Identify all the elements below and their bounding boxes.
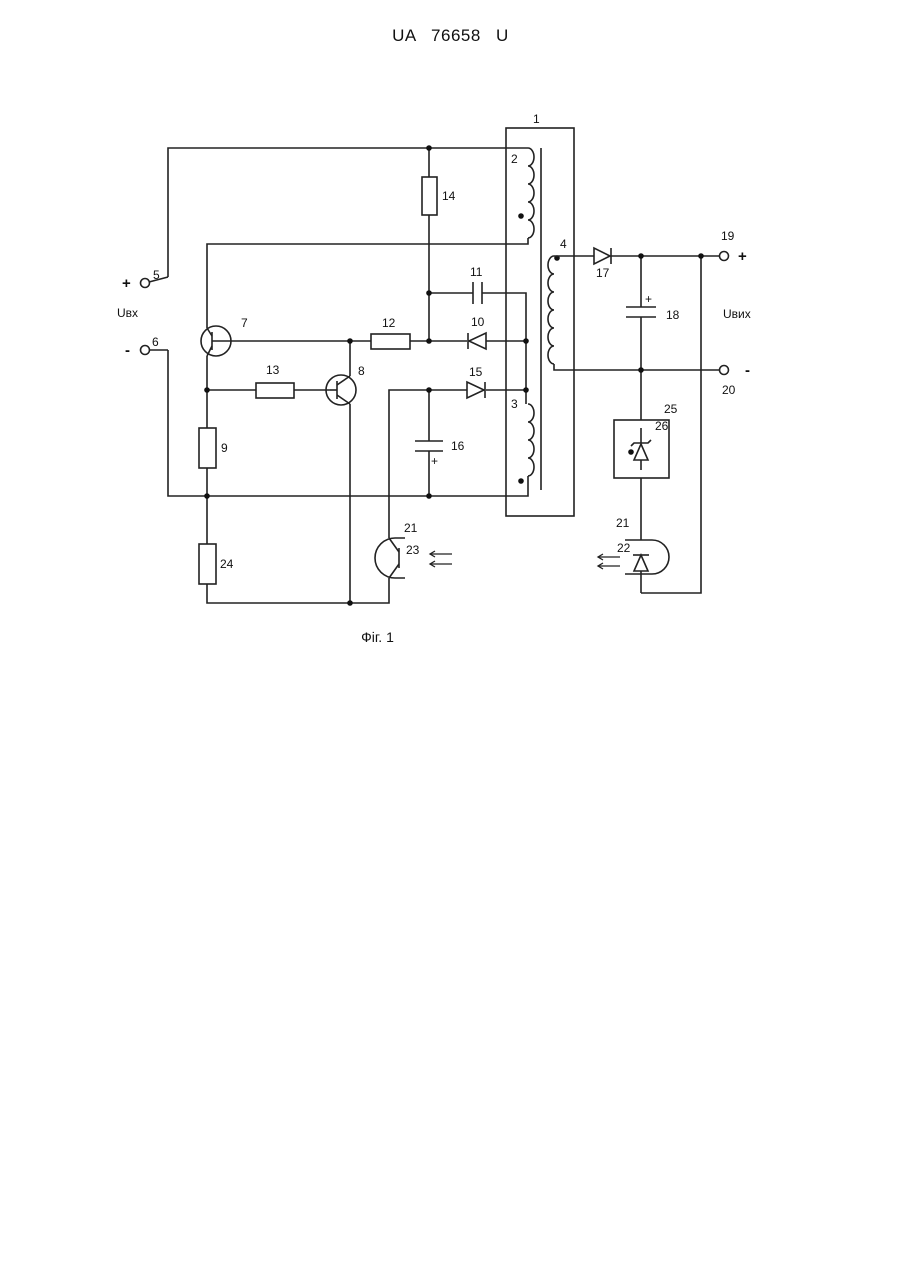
wire-top-rail [168, 148, 528, 277]
label-24: 24 [220, 557, 234, 571]
label-19: 19 [721, 229, 735, 243]
transformer-frame [506, 128, 574, 516]
resistor-14 [422, 177, 437, 215]
label-5: 5 [153, 268, 160, 282]
label-18: 18 [666, 308, 680, 322]
resistor-9 [199, 428, 216, 468]
wire-d15 [389, 390, 467, 538]
label-11: 11 [470, 265, 483, 279]
label-14: 14 [442, 189, 456, 203]
winding-3-dot [518, 478, 524, 484]
label-22: 22 [617, 541, 631, 555]
label-8: 8 [358, 364, 365, 378]
label-21a: 21 [404, 521, 418, 535]
zener-26-dot [628, 449, 634, 455]
winding-4 [548, 256, 554, 364]
winding-3 [528, 404, 534, 476]
capacitor-18-plus: + [645, 292, 652, 306]
label-3: 3 [511, 397, 518, 411]
resistor-13 [256, 383, 294, 398]
label-4: 4 [560, 237, 567, 251]
label-26: 26 [655, 419, 669, 433]
transistor-8-emitter [337, 395, 350, 404]
input-minus-sign: - [125, 342, 130, 359]
label-10: 10 [471, 315, 485, 329]
winding-2 [528, 148, 534, 238]
capacitor-16-plus: + [431, 454, 438, 468]
label-output-voltage: Uвих [723, 307, 751, 321]
label-input-voltage: Uвх [117, 306, 138, 320]
terminal-5[interactable] [141, 279, 150, 288]
label-13: 13 [266, 363, 280, 377]
transistor-8-collector [337, 376, 350, 385]
diode-17 [594, 248, 610, 264]
label-25: 25 [664, 402, 678, 416]
wire-secondary-bottom [554, 364, 720, 370]
led-22 [634, 555, 648, 571]
circuit-schematic: 1 2 3 4 5 6 7 8 9 10 11 12 13 14 15 16 1… [0, 0, 901, 700]
winding-2-dot [518, 213, 524, 219]
label-15: 15 [469, 365, 483, 379]
label-9: 9 [221, 441, 228, 455]
wire-c11-right [482, 293, 526, 404]
label-23: 23 [406, 543, 420, 557]
label-17: 17 [596, 266, 610, 280]
terminal-20[interactable] [720, 366, 729, 375]
terminal-19[interactable] [720, 252, 729, 261]
label-20: 20 [722, 383, 736, 397]
figure-caption: Фіг. 1 [0, 629, 755, 645]
label-16: 16 [451, 439, 465, 453]
label-12: 12 [382, 316, 396, 330]
diode-10 [469, 333, 486, 349]
label-2: 2 [511, 152, 518, 166]
label-7: 7 [241, 316, 248, 330]
wire-bottom-return [207, 578, 389, 603]
label-6: 6 [152, 335, 159, 349]
diode-15 [467, 382, 484, 398]
zener-26 [634, 444, 648, 460]
resistor-12 [371, 334, 410, 349]
resistor-24 [199, 544, 216, 584]
output-minus-sign: - [745, 362, 750, 379]
terminal-6[interactable] [141, 346, 150, 355]
output-plus-sign: + [738, 248, 747, 265]
phototransistor-23-emitter [389, 564, 399, 578]
label-1: 1 [533, 112, 540, 126]
input-plus-sign: + [122, 275, 131, 292]
phototransistor-23 [375, 538, 405, 578]
phototransistor-23-collector [389, 538, 399, 552]
label-21b: 21 [616, 516, 630, 530]
